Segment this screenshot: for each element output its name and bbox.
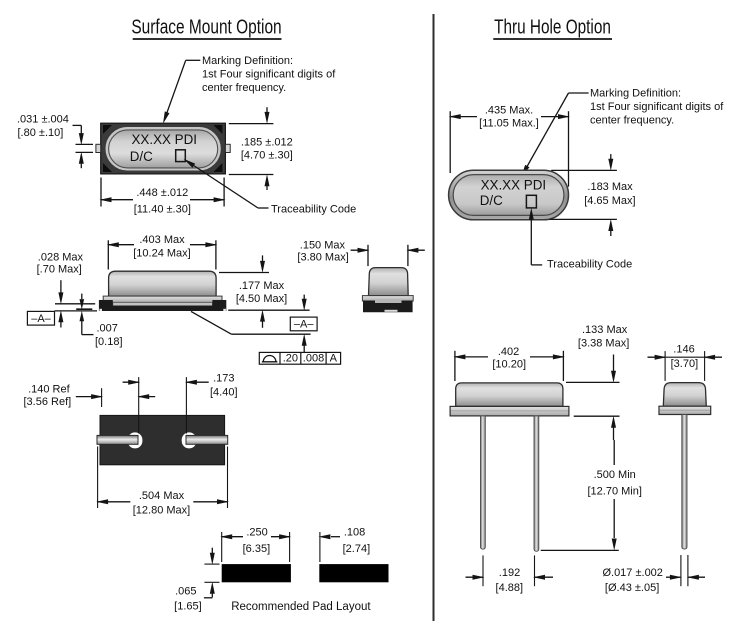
svg-text:[3.56 Ref]: [3.56 Ref] <box>24 396 72 408</box>
svg-text:XX.XX PDI: XX.XX PDI <box>481 178 546 193</box>
svg-text:[11.40 ±.30]: [11.40 ±.30] <box>134 203 191 215</box>
svg-text:.140 Ref: .140 Ref <box>28 384 71 396</box>
svg-text:[3.70]: [3.70] <box>671 358 699 370</box>
svg-text:[3.38 Max]: [3.38 Max] <box>578 337 629 349</box>
svg-text:.133 Max: .133 Max <box>582 324 628 336</box>
svg-text:–A–: –A– <box>31 313 51 325</box>
svg-text:.500 Min: .500 Min <box>594 469 636 481</box>
svg-text:.448 ±.012: .448 ±.012 <box>136 187 188 199</box>
svg-text:[4.65 Max]: [4.65 Max] <box>584 195 635 207</box>
svg-text:Traceability Code: Traceability Code <box>271 204 356 216</box>
svg-text:.008: .008 <box>303 353 324 365</box>
svg-text:[10.24 Max]: [10.24 Max] <box>133 248 190 260</box>
svg-text:[.80 ±.10]: [.80 ±.10] <box>18 127 64 139</box>
svg-text:[Ø.43 ±.05]: [Ø.43 ±.05] <box>605 582 659 594</box>
svg-text:.146: .146 <box>673 343 694 355</box>
svg-text:[6.35]: [6.35] <box>243 543 271 555</box>
svg-text:[4.88]: [4.88] <box>496 582 524 594</box>
svg-text:.108: .108 <box>344 527 365 539</box>
svg-text:.150 Max: .150 Max <box>300 240 346 252</box>
svg-text:[1.65]: [1.65] <box>174 601 202 613</box>
svg-text:Traceability Code: Traceability Code <box>547 259 632 271</box>
svg-text:center frequency.: center frequency. <box>202 82 286 94</box>
svg-text:[.70 Max]: [.70 Max] <box>37 264 82 276</box>
svg-text:Marking Definition:: Marking Definition: <box>590 88 681 100</box>
svg-text:.192: .192 <box>499 567 520 579</box>
svg-text:.185 ±.012: .185 ±.012 <box>241 136 293 148</box>
svg-text:XX.XX PDI: XX.XX PDI <box>132 132 198 147</box>
svg-text:.065: .065 <box>175 585 196 597</box>
svg-text:.031 ±.004: .031 ±.004 <box>17 114 69 126</box>
svg-text:.177 Max: .177 Max <box>239 280 285 292</box>
svg-text:[12.80 Max]: [12.80 Max] <box>133 505 190 517</box>
svg-text:[4.70 ±.30]: [4.70 ±.30] <box>241 150 293 162</box>
svg-text:Ø.017 ±.002: Ø.017 ±.002 <box>602 567 662 579</box>
svg-text:[4.40]: [4.40] <box>210 387 238 399</box>
svg-text:–A–: –A– <box>294 319 314 331</box>
svg-text:1st Four significant digits of: 1st Four significant digits of <box>590 101 724 113</box>
svg-text:.20: .20 <box>283 353 298 365</box>
svg-text:1st Four significant digits of: 1st Four significant digits of <box>202 69 336 81</box>
svg-text:[3.80 Max]: [3.80 Max] <box>297 251 348 263</box>
svg-text:[2.74]: [2.74] <box>343 543 371 555</box>
svg-text:.028 Max: .028 Max <box>38 252 84 264</box>
svg-text:.504 Max: .504 Max <box>139 490 185 502</box>
svg-text:Surface Mount Option: Surface Mount Option <box>131 16 281 38</box>
svg-text:center frequency.: center frequency. <box>590 115 674 127</box>
svg-text:.173: .173 <box>213 372 234 384</box>
svg-text:Thru Hole Option: Thru Hole Option <box>494 16 611 38</box>
svg-text:[4.50 Max]: [4.50 Max] <box>236 293 287 305</box>
svg-text:[12.70 Min]: [12.70 Min] <box>587 485 641 497</box>
svg-text:.250: .250 <box>246 527 267 539</box>
svg-text:.402: .402 <box>498 346 519 358</box>
svg-text:[11.05 Max.]: [11.05 Max.] <box>479 118 539 130</box>
svg-text:D/C: D/C <box>480 193 503 208</box>
svg-text:.183 Max: .183 Max <box>587 181 633 193</box>
svg-text:.007: .007 <box>97 323 118 335</box>
svg-text:A: A <box>330 353 338 365</box>
svg-text:.403 Max: .403 Max <box>139 234 185 246</box>
svg-text:[0.18]: [0.18] <box>95 336 123 348</box>
svg-text:[10.20]: [10.20] <box>492 359 526 371</box>
svg-text:.435 Max.: .435 Max. <box>485 104 533 116</box>
svg-text:D/C: D/C <box>130 149 153 164</box>
svg-text:Marking Definition:: Marking Definition: <box>202 55 293 67</box>
svg-text:Recommended Pad Layout: Recommended Pad Layout <box>231 601 371 613</box>
